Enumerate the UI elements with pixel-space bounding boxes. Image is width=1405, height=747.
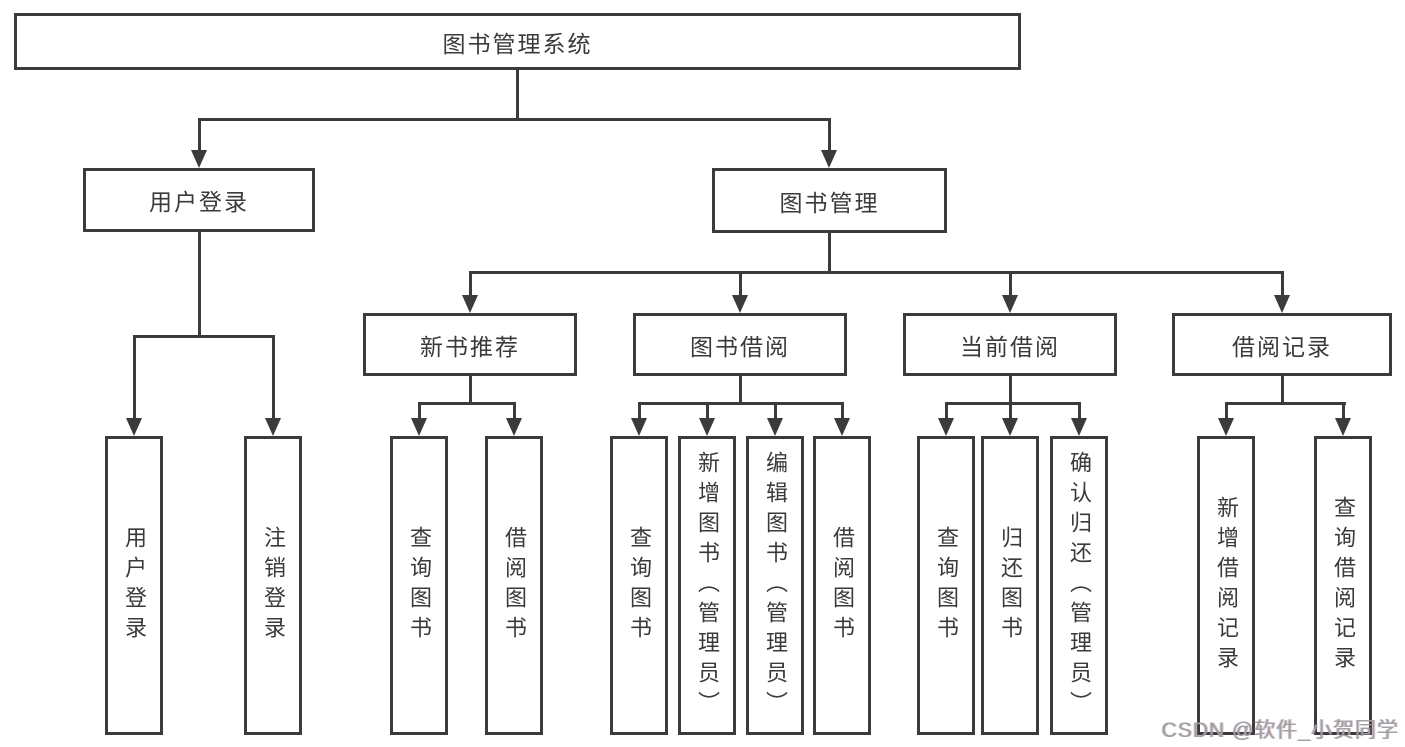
leaf-label: 注销登录: [261, 525, 286, 646]
leaf-logout-login: 注销登录: [244, 436, 302, 735]
node-label: 新书推荐: [420, 333, 520, 360]
connector-leaf-drop: [133, 338, 136, 418]
node-label: 用户登录: [149, 189, 249, 215]
node-label: 当前借阅: [960, 333, 1060, 360]
arrowhead-down: [1002, 295, 1018, 313]
connector-user-login-rail: [133, 335, 275, 338]
node-label: 图书管理: [779, 189, 880, 216]
connector-level2-rail: [198, 118, 831, 121]
connector-book-mgmt-stem: [828, 233, 831, 274]
connector-book-mgmt-drop: [828, 121, 831, 150]
arrowhead-down: [1274, 295, 1290, 313]
node-user-login: 用户登录: [83, 168, 315, 232]
connector-leaf-drop: [706, 402, 709, 418]
leaf-user-login: 用户登录: [105, 436, 163, 735]
arrowhead-down: [1218, 418, 1234, 436]
connector-section-rail: [1225, 402, 1346, 405]
connector-section-stem: [469, 376, 472, 405]
node-new-book-recommend: 新书推荐: [363, 313, 577, 376]
leaf-label: 借阅图书: [830, 525, 855, 646]
leaf-query-books-current: 查询图书: [917, 436, 975, 735]
connector-section-rail: [418, 402, 516, 405]
connector-section-rail: [945, 402, 1081, 405]
leaf-add-books-admin: 新增图书（管理员）: [678, 436, 736, 735]
leaf-query-books-borrowing: 查询图书: [610, 436, 668, 735]
arrowhead-down: [1002, 418, 1018, 436]
arrowhead-down: [699, 418, 715, 436]
connector-root-stem: [516, 70, 519, 118]
connector-section-stem: [1009, 376, 1012, 405]
connector-section-drop: [1009, 274, 1012, 295]
arrowhead-down: [506, 418, 522, 436]
connector-leaf-drop: [1225, 402, 1228, 418]
connector-section-rail: [638, 402, 844, 405]
connector-leaf-drop: [1342, 402, 1345, 418]
connector-user-login-drop: [198, 121, 201, 150]
arrowhead-down: [732, 295, 748, 313]
leaf-label: 查询借阅记录: [1331, 495, 1356, 676]
node-label: 图书管理系统: [442, 30, 593, 57]
arrowhead-down: [191, 150, 207, 168]
connector-level3-rail: [469, 271, 1284, 274]
leaf-label: 查询图书: [407, 525, 432, 646]
leaf-label: 新增借阅记录: [1214, 495, 1239, 676]
node-current-borrowing: 当前借阅: [903, 313, 1117, 376]
connector-section-stem: [739, 376, 742, 405]
connector-leaf-drop: [774, 402, 777, 418]
connector-section-drop: [1281, 274, 1284, 295]
leaf-return-books: 归还图书: [981, 436, 1039, 735]
arrowhead-down: [462, 295, 478, 313]
leaf-borrow-books-recommend: 借阅图书: [485, 436, 543, 735]
leaf-label: 借阅图书: [502, 525, 527, 646]
node-root-library-system: 图书管理系统: [14, 13, 1021, 70]
arrowhead-down: [821, 150, 837, 168]
leaf-borrow-books: 借阅图书: [813, 436, 871, 735]
arrowhead-down: [126, 418, 142, 436]
connector-user-login-stem: [198, 232, 201, 338]
leaf-edit-books-admin: 编辑图书（管理员）: [746, 436, 804, 735]
arrowhead-down: [631, 418, 647, 436]
connector-leaf-drop: [1009, 402, 1012, 418]
connector-leaf-drop: [1078, 402, 1081, 418]
node-label: 图书借阅: [690, 333, 790, 360]
leaf-label: 查询图书: [627, 525, 652, 646]
leaf-label: 用户登录: [122, 525, 147, 646]
leaf-label: 新增图书（管理员）: [695, 450, 720, 721]
arrowhead-down: [1335, 418, 1351, 436]
connector-leaf-drop: [418, 402, 421, 418]
leaf-query-books-recommend: 查询图书: [390, 436, 448, 735]
leaf-query-borrow-record: 查询借阅记录: [1314, 436, 1372, 735]
arrowhead-down: [1071, 418, 1087, 436]
leaf-add-borrow-record: 新增借阅记录: [1197, 436, 1255, 735]
connector-leaf-drop: [272, 338, 275, 418]
node-label: 借阅记录: [1232, 333, 1332, 360]
arrowhead-down: [767, 418, 783, 436]
connector-leaf-drop: [638, 402, 641, 418]
connector-leaf-drop: [945, 402, 948, 418]
connector-leaf-drop: [513, 402, 516, 418]
arrowhead-down: [834, 418, 850, 436]
connector-section-drop: [469, 274, 472, 295]
node-borrow-records: 借阅记录: [1172, 313, 1392, 376]
arrowhead-down: [265, 418, 281, 436]
leaf-label: 查询图书: [934, 525, 959, 646]
connector-leaf-drop: [841, 402, 844, 418]
node-book-management: 图书管理: [712, 168, 947, 233]
arrowhead-down: [411, 418, 427, 436]
leaf-label: 归还图书: [998, 525, 1023, 646]
leaf-confirm-return-admin: 确认归还（管理员）: [1050, 436, 1108, 735]
arrowhead-down: [938, 418, 954, 436]
connector-section-drop: [739, 274, 742, 295]
node-book-borrowing: 图书借阅: [633, 313, 847, 376]
connector-section-stem: [1281, 376, 1284, 405]
leaf-label: 确认归还（管理员）: [1067, 450, 1092, 721]
leaf-label: 编辑图书（管理员）: [763, 450, 788, 721]
csdn-watermark: CSDN @软件_小贺同学: [1161, 719, 1399, 742]
